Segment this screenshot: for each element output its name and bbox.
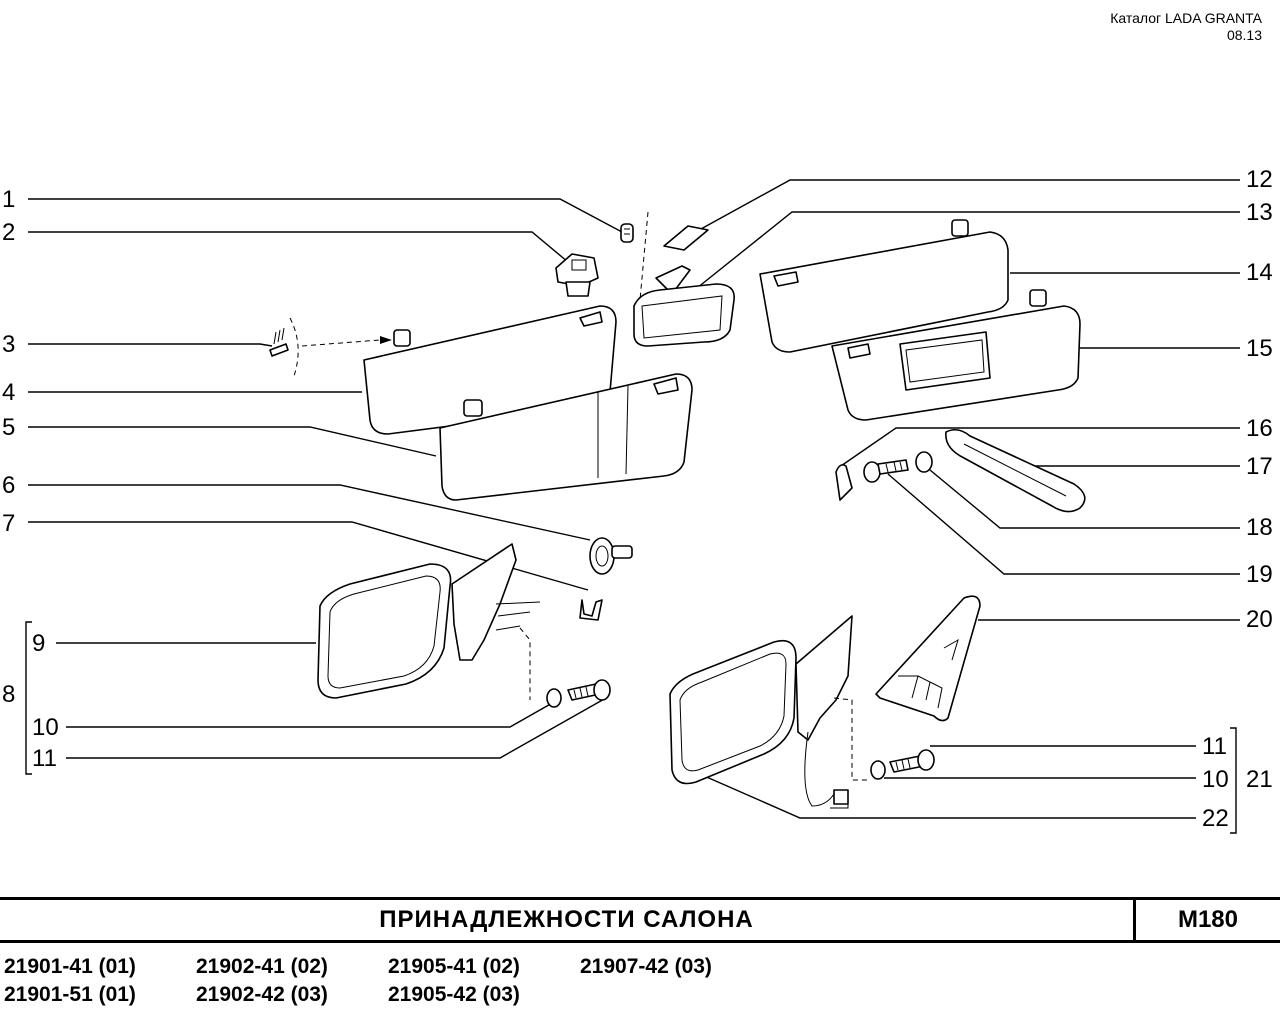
callout-8: 8 xyxy=(2,681,15,708)
title-bar: ПРИНАДЛЕЖНОСТИ САЛОНА М180 xyxy=(0,897,1280,943)
callout-10-right: 10 xyxy=(1202,766,1229,793)
callout-10-left: 10 xyxy=(32,714,59,741)
sun-visor-part-14 xyxy=(759,219,1009,353)
clip-part-1 xyxy=(620,211,649,301)
washer-part-18 xyxy=(915,451,933,473)
sun-visor-part-5 xyxy=(439,373,693,501)
callout-18: 18 xyxy=(1246,514,1273,541)
callout-22: 22 xyxy=(1202,805,1229,832)
model-item: 21905-41 (02) xyxy=(388,955,520,978)
grab-handle-part-17 xyxy=(945,428,1086,513)
fasteners-right-10-11 xyxy=(870,749,935,780)
callout-9: 9 xyxy=(32,630,45,657)
section-code: М180 xyxy=(1133,900,1280,940)
mirror-left-part-9 xyxy=(317,543,541,700)
callout-12: 12 xyxy=(1246,166,1273,193)
bolt-part-19 xyxy=(863,459,909,483)
bracket-21 xyxy=(1230,727,1237,834)
sun-visor-part-15 xyxy=(831,289,1081,421)
callout-6: 6 xyxy=(2,472,15,499)
callout-15: 15 xyxy=(1246,335,1273,362)
page-title: ПРИНАДЛЕЖНОСТИ САЛОНА xyxy=(379,906,754,933)
mirror-right-part-22 xyxy=(669,615,870,809)
callout-4: 4 xyxy=(2,379,15,406)
callout-1: 1 xyxy=(2,186,15,213)
callout-13: 13 xyxy=(1246,199,1273,226)
catalog-name: Каталог LADA GRANTA xyxy=(1110,10,1262,26)
callout-7: 7 xyxy=(2,510,15,537)
callout-19: 19 xyxy=(1246,561,1273,588)
model-item: 21902-42 (03) xyxy=(196,983,328,1006)
trim-part-20 xyxy=(875,595,981,722)
callout-11-right: 11 xyxy=(1202,733,1227,760)
callout-16: 16 xyxy=(1246,415,1273,442)
callout-17: 17 xyxy=(1246,453,1273,480)
parts-diagram: 1 2 3 4 5 6 7 8 9 10 11 12 13 14 15 16 1… xyxy=(2,166,1273,834)
cap-part-16 xyxy=(835,464,853,501)
callout-14: 14 xyxy=(1246,259,1273,286)
model-item: 21901-41 (01) xyxy=(4,955,136,978)
clip-part-12 xyxy=(663,225,709,251)
clip-part-7 xyxy=(579,599,603,621)
callout-20: 20 xyxy=(1246,606,1273,633)
bracket-8 xyxy=(25,621,32,775)
callout-11-left: 11 xyxy=(32,745,57,772)
model-item: 21902-41 (02) xyxy=(196,955,328,978)
model-item: 21905-42 (03) xyxy=(388,983,520,1006)
callout-3: 3 xyxy=(2,331,15,358)
fasteners-left-10-11 xyxy=(546,679,611,708)
callout-21: 21 xyxy=(1246,766,1273,793)
catalog-header: Каталог LADA GRANTA 08.13 xyxy=(1110,10,1262,44)
leader-lines-right xyxy=(689,179,1240,819)
callout-5: 5 xyxy=(2,414,15,441)
visor-holder-part-2 xyxy=(555,253,599,297)
model-item: 21901-51 (01) xyxy=(4,983,136,1006)
callout-2: 2 xyxy=(2,219,15,246)
catalog-date: 08.13 xyxy=(1226,27,1262,43)
screw-part-3 xyxy=(269,317,392,377)
grommet-part-6 xyxy=(589,537,633,575)
model-item: 21907-42 (03) xyxy=(580,955,712,978)
rearview-mirror-part-13 xyxy=(633,265,735,347)
